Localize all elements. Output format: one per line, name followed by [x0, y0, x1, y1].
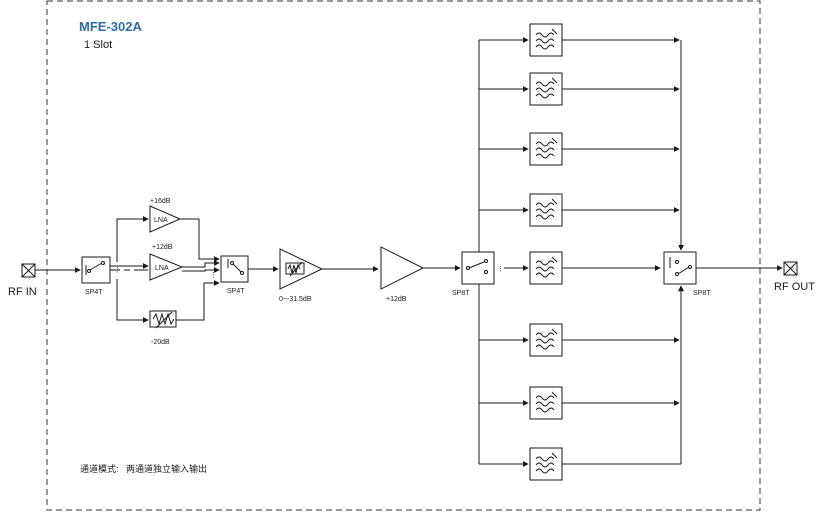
filter-row-8: [479, 447, 681, 481]
filter-row-3: [479, 132, 680, 166]
lna-amplifier-2: LNA: [149, 253, 184, 281]
lna-amplifier-1: LNA: [149, 205, 182, 233]
bandpass-filter-icon: [529, 323, 563, 357]
var-atten-label: 0~-31.5dB: [279, 296, 312, 303]
svg-text:⋮: ⋮: [497, 266, 504, 273]
svg-text:⋮: ⋮: [210, 272, 217, 279]
sw2-label: SP4T: [227, 288, 245, 295]
bandpass-filter-icon: [529, 251, 563, 285]
fixed-attenuator: [149, 310, 177, 329]
bandpass-filter-icon: [529, 23, 563, 57]
bandpass-filter-icon: [529, 193, 563, 227]
sw1-label: SP4T: [85, 289, 103, 296]
filter-row-4: [479, 193, 680, 227]
rf-in-label: RF IN: [8, 286, 37, 298]
variable-attenuator: [279, 248, 324, 290]
filter-row-7: [479, 386, 680, 420]
filter-row-5: [504, 251, 661, 285]
filter-row-2: [479, 72, 680, 106]
slot-label: 1 Slot: [84, 39, 112, 51]
model-title: MFE-302A: [79, 19, 142, 34]
svg-text:LNA: LNA: [155, 265, 169, 272]
sw4-label: SP8T: [693, 290, 711, 297]
bandpass-filter-icon: [529, 447, 563, 481]
sp4t-switch-in: [81, 256, 111, 284]
amp-gain-label: +12dB: [386, 296, 407, 303]
bandpass-filter-icon: [529, 72, 563, 106]
bandpass-filter-icon: [529, 132, 563, 166]
sw3-label: SP8T: [452, 290, 470, 297]
channel-mode-text: 通道模式: 两通道独立输入输出: [80, 463, 207, 474]
filter-row-6: [479, 323, 680, 357]
rf-in-port: [21, 263, 36, 278]
lna1-gain: +16dB: [150, 198, 171, 205]
bandpass-filter-icon: [529, 386, 563, 420]
svg-text:⋮: ⋮: [114, 267, 121, 274]
sp8t-switch-in: [461, 251, 495, 285]
rf-out-port: [783, 261, 798, 276]
lna2-gain: +12dB: [152, 244, 173, 251]
gain-amplifier: [380, 246, 425, 290]
svg-text:LNA: LNA: [154, 217, 168, 224]
rf-out-label: RF OUT: [774, 281, 815, 293]
sp8t-switch-out: [663, 251, 697, 285]
fixed-atten-label: -20dB: [151, 339, 170, 346]
filter-row-1: [479, 23, 680, 57]
sp4t-switch-out: [220, 255, 249, 283]
